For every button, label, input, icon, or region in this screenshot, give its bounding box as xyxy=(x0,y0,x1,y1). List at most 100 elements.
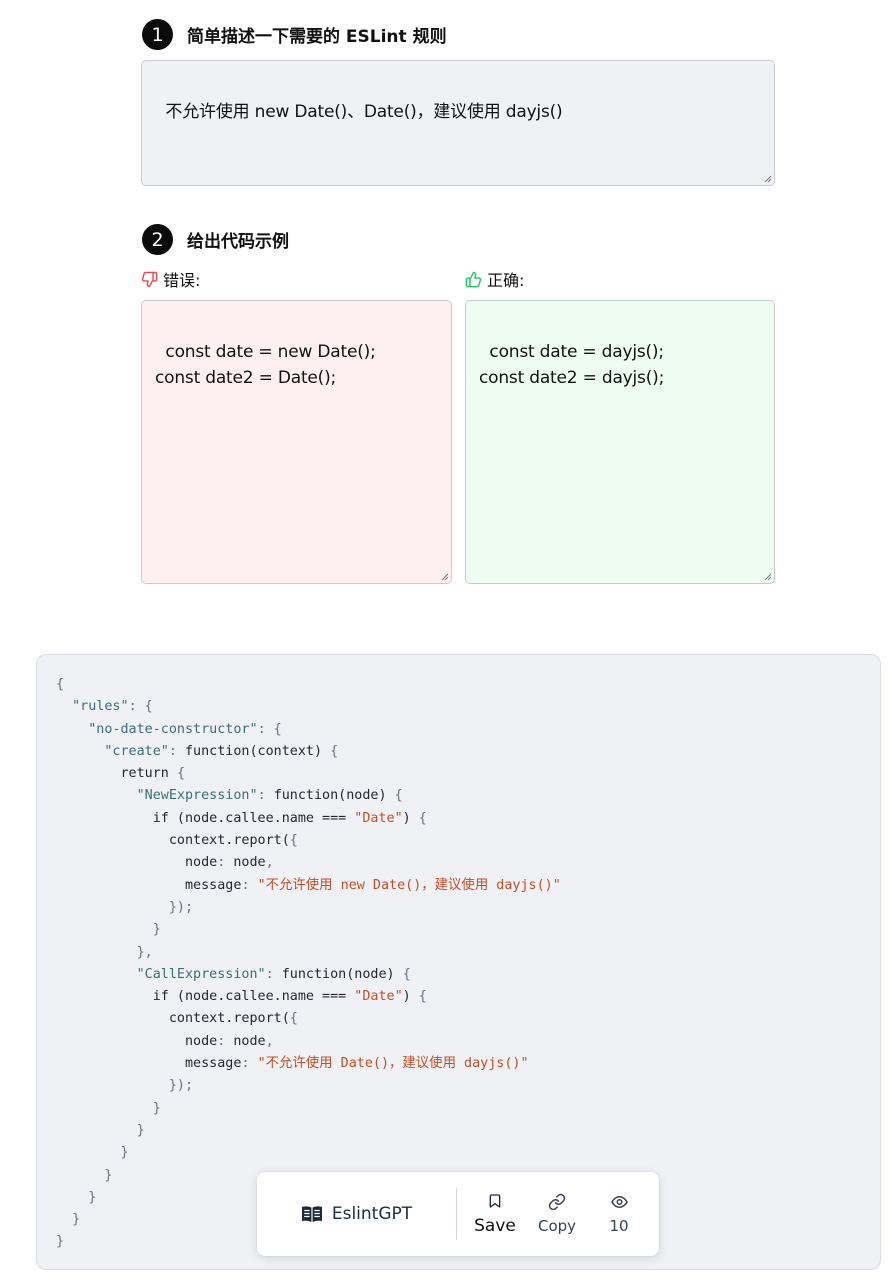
code-line: } xyxy=(56,1165,880,1187)
code-token: "NewExpression" xyxy=(136,788,258,804)
code-token: node xyxy=(56,1033,218,1049)
copy-label: Copy xyxy=(537,1217,577,1235)
code-token: , xyxy=(265,855,274,871)
code-token xyxy=(56,722,88,737)
copy-button[interactable]: Copy xyxy=(526,1193,588,1235)
code-line: "no-date-constructor": { xyxy=(56,719,880,741)
code-line: "NewExpression": function(node) { xyxy=(56,785,880,807)
code-line: { xyxy=(56,674,880,696)
save-button[interactable]: Save xyxy=(464,1192,526,1236)
save-label: Save xyxy=(474,1216,516,1236)
code-token: function(node) xyxy=(281,966,403,982)
code-token xyxy=(56,744,104,759)
thumbs-up-icon xyxy=(465,271,482,287)
code-token: "Date" xyxy=(354,989,403,1005)
code-token: "Date" xyxy=(354,810,403,826)
code-token: : xyxy=(168,743,185,759)
generated-code-panel: { "rules": { "no-date-constructor": { "c… xyxy=(36,654,881,1270)
code-token: }); xyxy=(56,1078,194,1094)
code-line: } xyxy=(56,1209,880,1231)
code-token: function(node) xyxy=(273,788,395,804)
code-token: } xyxy=(56,1234,65,1250)
wrong-code-input[interactable]: const date = new Date(); const date2 = D… xyxy=(141,300,452,584)
code-token: } xyxy=(56,922,161,938)
step-1-badge: 1 xyxy=(142,19,173,50)
eye-icon xyxy=(610,1196,628,1208)
code-token: }, xyxy=(56,944,153,960)
code-token: } xyxy=(56,1167,113,1183)
code-token: { xyxy=(330,743,339,759)
link-icon xyxy=(548,1193,566,1211)
code-token xyxy=(56,699,72,714)
resize-grip-icon[interactable] xyxy=(440,572,449,581)
bookmark-icon xyxy=(489,1194,501,1208)
code-line: message: "不允许使用 new Date()，建议使用 dayjs()" xyxy=(56,875,880,897)
right-code-input[interactable]: const date = dayjs(); const date2 = dayj… xyxy=(465,300,775,584)
code-token: { xyxy=(418,989,427,1005)
code-token: "no-date-constructor" xyxy=(88,721,258,737)
code-token: node xyxy=(233,1033,266,1049)
code-token xyxy=(56,967,137,982)
wrong-example-label: 错误: xyxy=(141,267,200,291)
rule-description-input[interactable]: 不允许使用 new Date()、Date()，建议使用 dayjs() xyxy=(141,60,775,186)
code-token: if (node.callee.name === xyxy=(56,989,355,1005)
code-token: message xyxy=(56,877,242,893)
step-2-title: 给出代码示例 xyxy=(187,232,289,252)
code-token xyxy=(56,788,137,803)
code-line: "CallExpression": function(node) { xyxy=(56,964,880,986)
code-line: } xyxy=(56,1120,880,1142)
code-token: context.report( xyxy=(56,1011,290,1027)
code-token: : xyxy=(257,788,274,804)
toolbar-divider xyxy=(456,1188,457,1240)
code-line: } xyxy=(56,1231,880,1253)
resize-grip-icon[interactable] xyxy=(763,572,772,581)
code-token: function(context) xyxy=(185,743,331,759)
code-token: if (node.callee.name === xyxy=(56,810,355,826)
code-token: : xyxy=(217,855,234,871)
code-token: }); xyxy=(56,899,194,915)
code-line: } xyxy=(56,1142,880,1164)
code-token: { xyxy=(289,1011,298,1027)
code-line: }); xyxy=(56,1075,880,1097)
code-line: } xyxy=(56,919,880,941)
step-1-header: 1 简单描述一下需要的 ESLint 规则 xyxy=(142,19,447,50)
code-token: ) xyxy=(402,810,419,826)
code-token: { xyxy=(289,833,298,849)
code-token: } xyxy=(56,1145,129,1161)
book-open-icon xyxy=(301,1206,322,1222)
code-token: return xyxy=(56,766,177,782)
code-line: "create": function(context) { xyxy=(56,741,880,763)
code-line: context.report({ xyxy=(56,1008,880,1030)
code-token: { xyxy=(176,766,185,782)
code-token: } xyxy=(56,1100,161,1116)
resize-grip-icon[interactable] xyxy=(763,174,772,183)
code-token: : xyxy=(241,1056,258,1072)
right-label-text: 正确: xyxy=(487,271,525,290)
code-line: }, xyxy=(56,942,880,964)
floating-toolbar: EslintGPT Save Copy 10 xyxy=(257,1172,659,1256)
code-line: if (node.callee.name === "Date") { xyxy=(56,986,880,1008)
code-token: ) xyxy=(402,989,419,1005)
code-token: : { xyxy=(257,721,282,737)
thumbs-down-icon xyxy=(141,271,158,287)
code-token: node xyxy=(56,855,218,871)
brand-link[interactable]: EslintGPT xyxy=(257,1204,456,1224)
code-token: } xyxy=(56,1122,145,1138)
code-token: : xyxy=(217,1033,234,1049)
code-token: context.report( xyxy=(56,833,290,849)
wrong-label-text: 错误: xyxy=(163,271,201,290)
brand-name: EslintGPT xyxy=(331,1204,413,1224)
code-line: node: node, xyxy=(56,1031,880,1053)
code-token: "create" xyxy=(104,743,169,759)
code-token: message xyxy=(56,1056,242,1072)
code-line: message: "不允许使用 Date()，建议使用 dayjs()" xyxy=(56,1053,880,1075)
code-token: : xyxy=(265,966,282,982)
wrong-code-text: const date = new Date(); const date2 = D… xyxy=(155,342,376,388)
code-line: node: node, xyxy=(56,852,880,874)
right-code-text: const date = dayjs(); const date2 = dayj… xyxy=(479,342,665,388)
code-line: return { xyxy=(56,763,880,785)
code-token: , xyxy=(265,1033,274,1049)
code-token: "rules" xyxy=(72,699,129,715)
right-example-label: 正确: xyxy=(465,267,524,291)
code-token: node xyxy=(233,855,266,871)
